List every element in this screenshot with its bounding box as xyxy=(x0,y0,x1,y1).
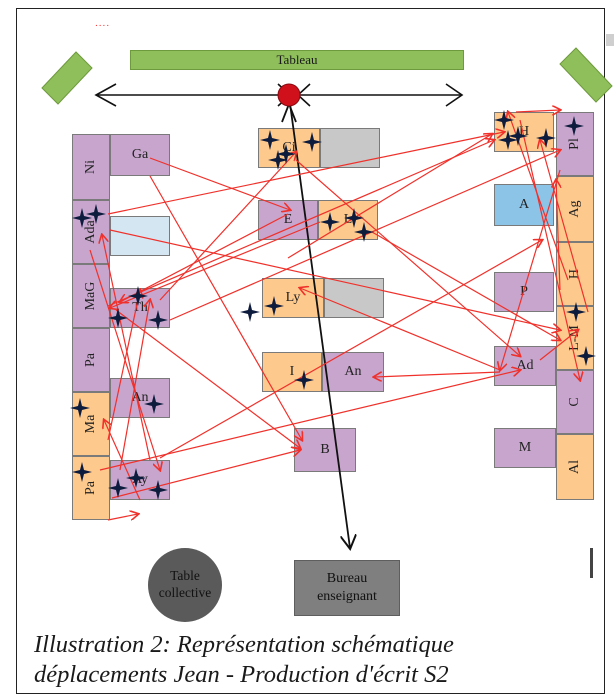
movement-arrow xyxy=(556,180,560,291)
desk-ni: Ni xyxy=(72,134,110,200)
desk-pa-top: Pa xyxy=(72,328,110,392)
student-movement-paths xyxy=(89,110,589,521)
star-marker xyxy=(566,302,586,322)
star-marker xyxy=(260,130,280,150)
desk-label: L xyxy=(343,212,353,227)
movement-arrow xyxy=(287,134,492,259)
movement-arrow xyxy=(159,240,542,459)
star-marker xyxy=(72,208,92,228)
movement-arrow xyxy=(110,221,321,308)
movement-arrow xyxy=(500,169,561,370)
desk-ga: Ga xyxy=(110,134,170,176)
desk-label: Ga xyxy=(131,147,149,162)
collective-table: Table collective xyxy=(148,548,222,622)
desk-label: I xyxy=(289,364,295,379)
caption-line2: déplacements Jean - Production d'écrit S… xyxy=(34,661,449,688)
star-marker xyxy=(148,310,168,330)
movement-arrow xyxy=(159,152,296,301)
movement-arrow xyxy=(119,300,150,471)
teacher-path-arrowhead-top xyxy=(281,101,297,123)
movement-arrow xyxy=(102,235,151,461)
movement-arrow xyxy=(295,159,520,356)
star-marker xyxy=(302,132,322,152)
desk-label: B xyxy=(320,442,330,457)
desk-ada-side xyxy=(110,216,170,256)
caption-line1: Illustration 2: Représentation schématiq… xyxy=(34,631,454,658)
star-marker xyxy=(72,462,92,482)
collective-table-line2: collective xyxy=(158,585,212,600)
board-side-right-edge xyxy=(606,34,614,46)
desk-a: A xyxy=(494,184,554,226)
movement-arrow xyxy=(149,175,302,440)
blackboard-label: Tableau xyxy=(276,52,318,67)
movement-arrow xyxy=(107,140,494,307)
movement-arrow xyxy=(104,420,141,501)
desk-b: B xyxy=(294,428,356,472)
movement-arrow xyxy=(107,514,138,521)
movement-arrow xyxy=(99,370,520,471)
teacher-desk: Bureau enseignant xyxy=(294,560,400,616)
desk-al: Al xyxy=(556,434,594,500)
desk-label: H xyxy=(518,124,530,139)
movement-arrow xyxy=(107,132,504,215)
desk-h-right: H xyxy=(556,242,594,306)
desk-label: A xyxy=(518,197,530,212)
star-marker xyxy=(294,370,314,390)
teacher-desk-line2: enseignant xyxy=(317,589,377,604)
movement-arrow xyxy=(149,157,290,210)
movement-arrow xyxy=(374,371,501,377)
star-marker xyxy=(320,212,340,232)
star-marker xyxy=(148,480,168,500)
star-marker xyxy=(264,296,284,316)
star-marker xyxy=(576,346,596,366)
desk-ci: Ci xyxy=(258,128,320,168)
movement-arrow xyxy=(515,110,560,112)
desk-ci-side xyxy=(320,128,380,168)
edge-mark xyxy=(590,548,593,578)
movement-arrow xyxy=(107,290,140,441)
top-dots: .... xyxy=(95,18,111,29)
movement-arrow xyxy=(371,231,560,340)
desk-label: E xyxy=(283,212,293,227)
figure-frame xyxy=(16,8,605,694)
star-marker xyxy=(536,128,556,148)
star-marker xyxy=(70,398,90,418)
star-marker xyxy=(240,302,260,322)
movement-arrow xyxy=(539,330,578,361)
blackboard: Tableau xyxy=(130,50,464,70)
star-marker xyxy=(494,110,514,130)
movement-arrow xyxy=(540,140,589,313)
board-side-left xyxy=(41,51,93,105)
figure-caption: Illustration 2: Représentation schématiq… xyxy=(34,630,594,690)
star-marker xyxy=(108,308,128,328)
star-marker xyxy=(126,468,146,488)
star-marker xyxy=(344,208,364,228)
movement-arrow xyxy=(300,288,501,371)
teacher-desk-line1: Bureau xyxy=(326,571,368,586)
movement-arrow xyxy=(115,309,300,448)
desk-label: M xyxy=(518,440,532,455)
desk-m: M xyxy=(494,428,556,468)
star-marker xyxy=(86,204,106,224)
desk-label: An xyxy=(344,364,362,379)
collective-table-line1: Table xyxy=(170,568,200,583)
movement-arrow xyxy=(120,213,289,302)
star-marker xyxy=(144,394,164,414)
movement-arrow xyxy=(109,229,560,330)
desk-label: Ly xyxy=(285,290,301,305)
desk-mag: MaG xyxy=(72,264,110,328)
board-side-right xyxy=(559,47,613,103)
teacher-path-arrow xyxy=(288,95,350,548)
star-marker xyxy=(564,116,584,136)
origin-dot xyxy=(277,83,301,107)
movement-arrow xyxy=(111,450,300,499)
desk-ag: Ag xyxy=(556,176,594,242)
